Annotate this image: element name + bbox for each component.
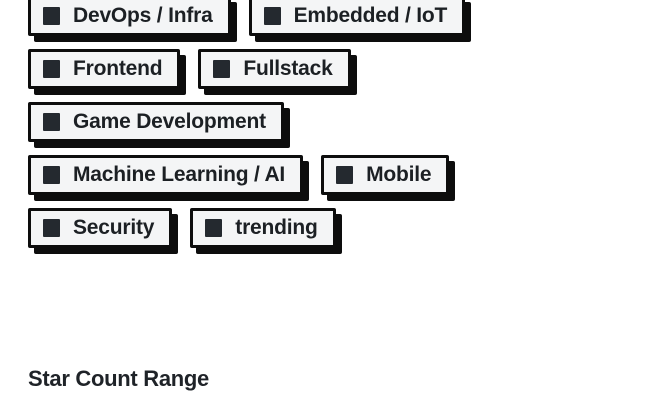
category-filter-row: Frontend Fullstack xyxy=(28,49,648,90)
checkbox-filled-icon[interactable] xyxy=(336,166,354,185)
category-filter-row: Game Development xyxy=(28,102,648,143)
category-chip-label: Fullstack xyxy=(243,57,333,81)
category-chip-embedded-iot[interactable]: Embedded / IoT xyxy=(248,0,466,37)
category-chip-game-development[interactable]: Game Development xyxy=(28,102,284,143)
category-filter-group: DevOps / Infra Embedded / IoT Frontend Full… xyxy=(28,0,648,261)
category-chip-label: Security xyxy=(73,216,155,240)
category-chip-devops-infra[interactable]: DevOps / Infra xyxy=(28,0,231,37)
checkbox-filled-icon[interactable] xyxy=(263,7,281,26)
category-chip-label: DevOps / Infra xyxy=(73,4,213,27)
checkbox-filled-icon[interactable] xyxy=(213,60,231,79)
checkbox-filled-icon[interactable] xyxy=(43,60,60,79)
checkbox-filled-icon[interactable] xyxy=(43,219,60,238)
checkbox-filled-icon[interactable] xyxy=(43,166,60,185)
category-chip-label: Mobile xyxy=(366,163,432,187)
category-chip-machine-learning-ai[interactable]: Machine Learning / AI xyxy=(28,155,304,196)
category-chip-mobile[interactable]: Mobile xyxy=(321,155,450,196)
category-filter-row: DevOps / Infra Embedded / IoT xyxy=(28,0,648,37)
category-chip-label: Machine Learning / AI xyxy=(73,163,286,187)
star-count-range-heading: Star Count Range xyxy=(28,366,209,391)
category-chip-trending[interactable]: trending xyxy=(190,208,336,249)
category-chip-label: trending xyxy=(235,216,318,240)
checkbox-filled-icon[interactable] xyxy=(43,7,60,26)
category-chip-security[interactable]: Security xyxy=(28,208,173,249)
checkbox-filled-icon[interactable] xyxy=(43,113,60,132)
category-filter-row: Machine Learning / AI Mobile xyxy=(28,155,648,196)
category-chip-label: Game Development xyxy=(73,110,266,134)
category-chip-label: Embedded / IoT xyxy=(293,4,448,27)
category-chip-label: Frontend xyxy=(73,57,163,81)
category-filter-row: Security trending xyxy=(28,208,648,249)
checkbox-filled-icon[interactable] xyxy=(205,219,223,238)
category-chip-frontend[interactable]: Frontend xyxy=(28,49,181,90)
category-chip-fullstack[interactable]: Fullstack xyxy=(198,49,351,90)
